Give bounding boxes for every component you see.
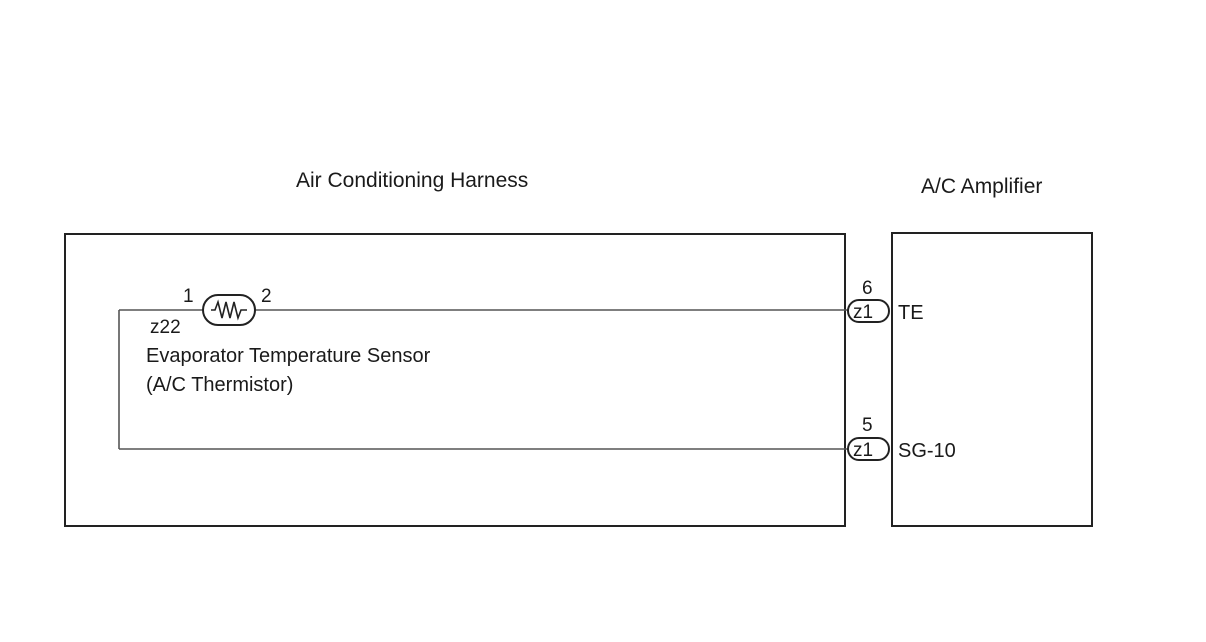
thermistor-symbol [202, 294, 256, 326]
sensor-pin-right: 2 [261, 286, 272, 307]
sensor-name-line2: (A/C Thermistor) [146, 374, 293, 396]
terminal-signal-name: SG-10 [898, 440, 956, 462]
terminal-sg10: 5 z1 SG-10 [847, 415, 956, 462]
resistor-zigzag-icon [211, 299, 247, 321]
terminal-connector-id: z1 [853, 302, 873, 323]
sensor-connector-id: z22 [150, 317, 181, 338]
terminal-te: 6 z1 TE [847, 278, 924, 324]
thermistor-body [202, 294, 256, 326]
terminal-connector-id: z1 [853, 440, 873, 461]
terminal-signal-name: TE [898, 302, 924, 324]
connector-oval-icon [847, 299, 890, 323]
terminal-pin-number: 6 [862, 278, 873, 299]
amplifier-title: A/C Amplifier [921, 175, 1042, 198]
harness-title: Air Conditioning Harness [296, 169, 528, 192]
terminal-pin-number: 5 [862, 415, 873, 436]
harness-box [64, 233, 846, 527]
amplifier-box [891, 232, 1093, 527]
sensor-name-line1: Evaporator Temperature Sensor [146, 345, 431, 367]
wiring-paths [118, 309, 848, 450]
connector-oval-icon [847, 437, 890, 461]
sensor-pin-left: 1 [183, 286, 194, 307]
